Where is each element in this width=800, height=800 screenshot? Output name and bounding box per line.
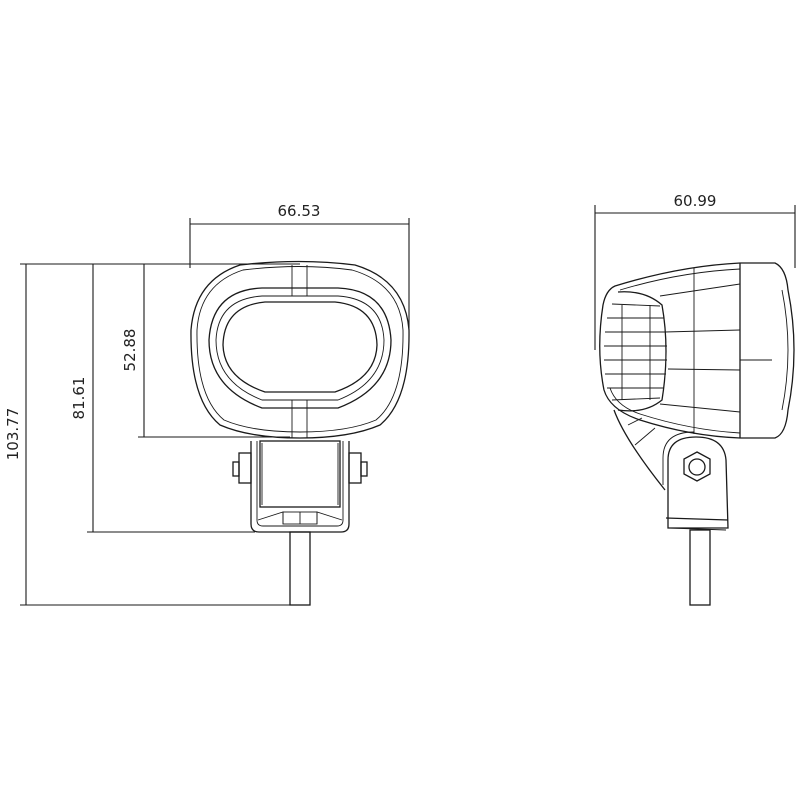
front-dimensions <box>20 218 410 606</box>
width-dimension-label: 66.53 <box>278 202 321 220</box>
lens-height-dimension-label: 52.88 <box>121 329 139 372</box>
depth-dimension-label: 60.99 <box>674 192 717 210</box>
side-dimensions <box>594 205 796 350</box>
front-view <box>190 260 410 606</box>
overall-height-dimension-label: 103.77 <box>4 408 22 461</box>
side-view <box>599 262 795 606</box>
bracket-height-dimension-label: 81.61 <box>70 377 88 420</box>
